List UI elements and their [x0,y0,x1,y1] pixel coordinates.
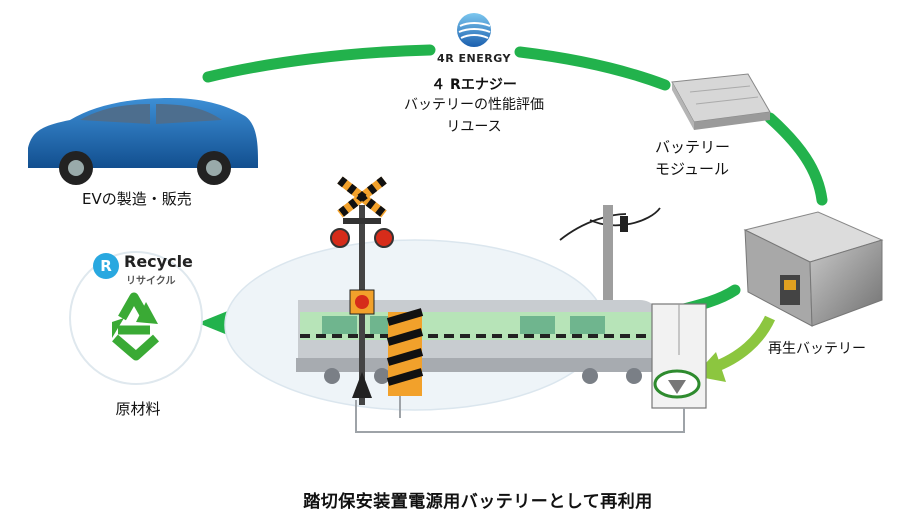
company-desc-line: リユース [446,119,502,135]
logo-text: 4R ENERGY [437,52,511,65]
ev-car-icon [28,98,258,185]
track-wiring [355,396,685,433]
recycle-badge: R [93,253,119,279]
battery-module-label: バッテリー モジュール [655,136,730,180]
company-name: ４ Rエナジー [431,77,517,93]
raw-material-label: 原材料 [115,400,161,418]
recycle-subtitle: リサイクル [126,276,176,287]
crossing-barrier [386,308,424,396]
company-description: バッテリーの性能評価 リユース [404,94,544,138]
battery-module-icon [671,73,771,130]
battery-module-label-line: バッテリー [655,138,731,156]
equipment-cabinet-icon [651,303,707,409]
utility-pole-icon [559,205,661,325]
recycle-title: Recycle [124,252,193,271]
battery-pack-icon [743,211,884,327]
battery-module-label-line: モジュール [655,160,729,178]
recycle-icon [112,292,160,361]
regenerated-battery-label: 再生バッテリー [768,341,866,357]
recycle-circle [69,251,203,385]
ev-label: EVの製造・販売 [82,190,192,208]
diagram-caption: 踏切保安装置電源用バッテリーとして再利用 [303,492,653,512]
company-desc-line: バッテリーの性能評価 [404,97,544,113]
railroad-crossing-icon [330,176,394,405]
4r-energy-logo-icon [457,13,491,47]
